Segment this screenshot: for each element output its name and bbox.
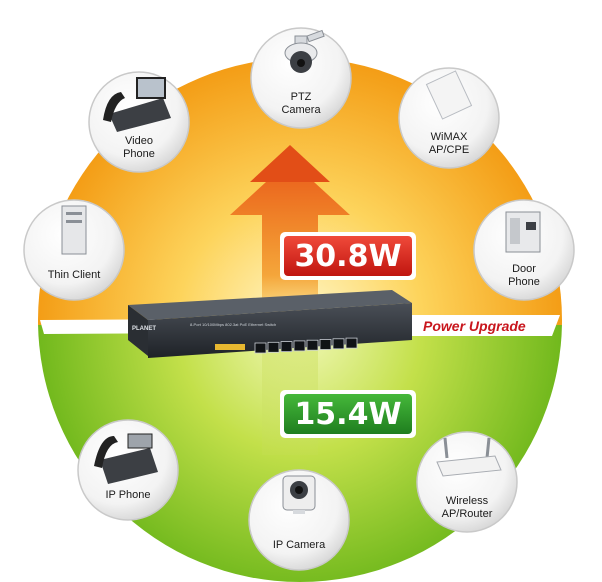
node-bubble bbox=[248, 469, 350, 571]
node-label: WiMAX bbox=[431, 131, 468, 143]
node-label: IP Phone bbox=[105, 489, 150, 501]
switch-model-text: 8-Port 10/100Mbps 802.3at PoE Ethernet S… bbox=[190, 322, 276, 327]
ip-phone-icon bbox=[94, 433, 158, 484]
node-label: AP/Router bbox=[442, 508, 493, 520]
door-phone-icon bbox=[505, 211, 541, 253]
node-bubble bbox=[398, 67, 500, 169]
ethernet-port bbox=[267, 341, 280, 353]
node-label: Door bbox=[512, 263, 536, 275]
ethernet-port bbox=[306, 339, 319, 351]
switch-led-panel bbox=[215, 344, 245, 350]
node-label: Thin Client bbox=[48, 269, 101, 281]
ethernet-port bbox=[280, 341, 293, 353]
node-label: Phone bbox=[508, 276, 540, 288]
node-label: AP/CPE bbox=[429, 144, 469, 156]
ip-camera-icon bbox=[282, 475, 316, 514]
switch-brand: PLANET bbox=[132, 326, 156, 332]
ethernet-port bbox=[332, 338, 345, 350]
video-phone-icon bbox=[103, 77, 171, 132]
ethernet-port bbox=[254, 342, 267, 354]
wimax-antenna-icon bbox=[425, 70, 473, 120]
power-badge-low: 15.4W bbox=[280, 390, 416, 438]
node-label: Wireless bbox=[446, 495, 489, 507]
ptz-camera-icon bbox=[284, 29, 325, 73]
node-ip-camera: IP Camera bbox=[248, 469, 350, 571]
wireless-router-icon bbox=[436, 437, 502, 477]
power-low-value: 15.4W bbox=[294, 397, 401, 432]
switch-ports bbox=[254, 337, 358, 354]
node-bubble bbox=[250, 27, 352, 129]
power-upgrade-label: Power Upgrade bbox=[397, 315, 560, 336]
power-badge-high: 30.8W bbox=[280, 232, 416, 280]
ethernet-port bbox=[345, 337, 358, 349]
poe-switch: PLANET 8-Port 10/100Mbps 802.3at PoE Eth… bbox=[128, 290, 412, 358]
thin-client-icon bbox=[61, 205, 87, 255]
device-nodes: PTZCameraWiMAXAP/CPEDoorPhoneWirelessAP/… bbox=[23, 27, 575, 571]
node-thin-client: Thin Client bbox=[23, 199, 125, 301]
ethernet-port bbox=[319, 339, 332, 350]
node-label: IP Camera bbox=[273, 539, 326, 551]
node-label: PTZ bbox=[291, 91, 312, 103]
power-high-value: 30.8W bbox=[294, 239, 401, 274]
node-label: Phone bbox=[123, 148, 155, 160]
node-ip-phone: IP Phone bbox=[77, 419, 179, 521]
power-upgrade-text: Power Upgrade bbox=[423, 318, 526, 334]
node-label: Camera bbox=[281, 104, 321, 116]
node-label: Video bbox=[125, 135, 153, 147]
ethernet-port bbox=[293, 340, 306, 352]
